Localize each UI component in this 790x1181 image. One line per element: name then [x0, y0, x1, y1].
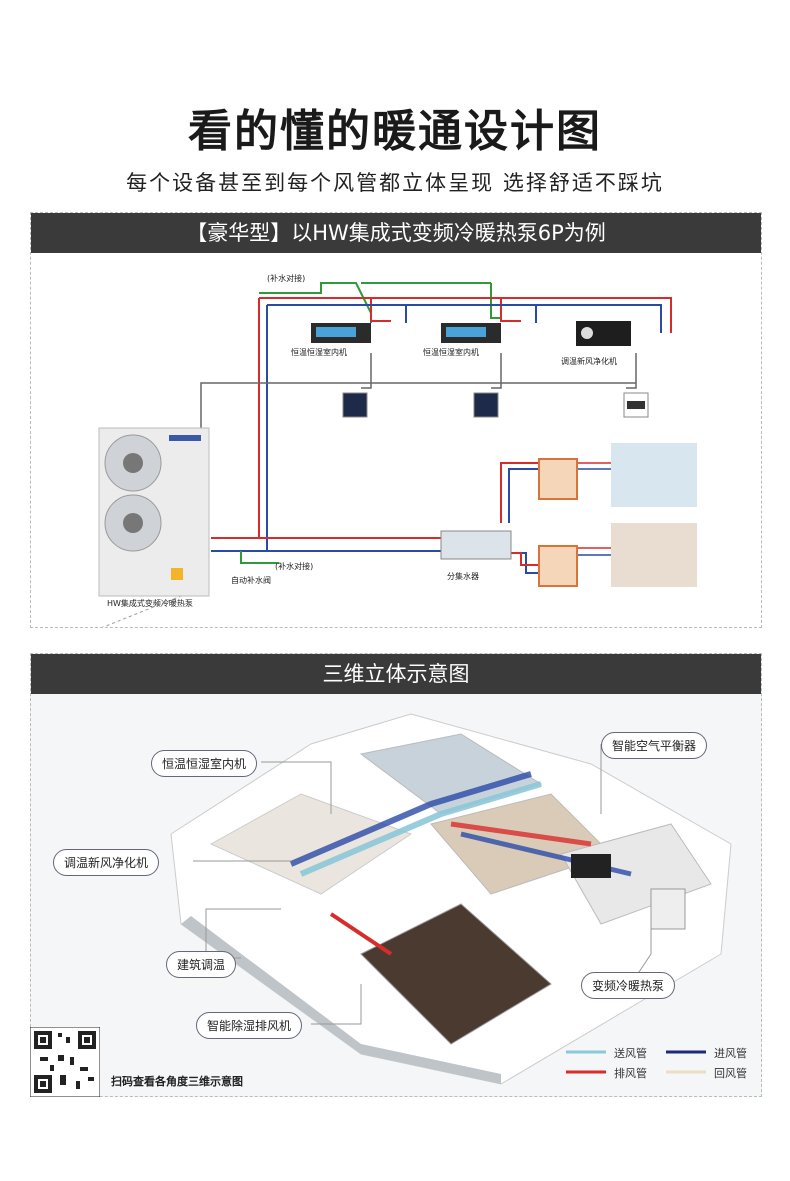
indoor-unit-1-label: 恒温恒湿室内机	[291, 348, 347, 357]
qr-caption: 扫码查看各角度三维示意图	[111, 1075, 243, 1088]
callout-air-balancer: 智能空气平衡器	[601, 732, 708, 759]
schematic-panel: 【豪华型】以HW集成式变频冷暖热泵6P为例	[30, 212, 762, 628]
water-fill-top-label: (补水对接)	[267, 274, 306, 283]
legend-exhaust: 排风管	[614, 1067, 647, 1080]
manifold-label: 分集水器	[447, 572, 479, 581]
callout-heat-pump: 变频冷暖热泵	[581, 972, 676, 999]
legend-intake: 进风管	[714, 1047, 747, 1060]
fresh-air-label: 调温新风净化机	[561, 357, 617, 366]
legend-return: 回风管	[714, 1067, 747, 1080]
page-title: 看的懂的暖通设计图	[188, 106, 602, 157]
view3d-panel: 三维立体示意图 恒温恒湿室内机 调温新风净化机 建筑调温 智能除湿排风机 智能	[30, 653, 762, 1097]
callout-indoor-unit: 恒温恒湿室内机	[151, 750, 258, 777]
water-fill-bottom-label: (补水对接)	[275, 562, 314, 571]
schematic-heading: 【豪华型】以HW集成式变频冷暖热泵6P为例	[31, 213, 761, 253]
qr-code[interactable]	[30, 1027, 100, 1097]
auto-valve-label: 自动补水阀	[231, 576, 271, 585]
callout-floor-heating: 建筑调温	[166, 951, 237, 978]
page-subtitle: 每个设备甚至到每个风管都立体呈现 选择舒适不踩坑	[126, 171, 664, 195]
view3d-heading: 三维立体示意图	[31, 654, 761, 694]
heat-pump-label: HW集成式变频冷暖热泵	[107, 599, 193, 608]
legend-supply: 送风管	[614, 1047, 647, 1060]
indoor-unit-2-label: 恒温恒湿室内机	[423, 348, 479, 357]
callout-fresh-air: 调温新风净化机	[53, 849, 160, 876]
callout-dehumid: 智能除湿排风机	[196, 1012, 303, 1039]
schematic-diagram	[98, 282, 697, 627]
